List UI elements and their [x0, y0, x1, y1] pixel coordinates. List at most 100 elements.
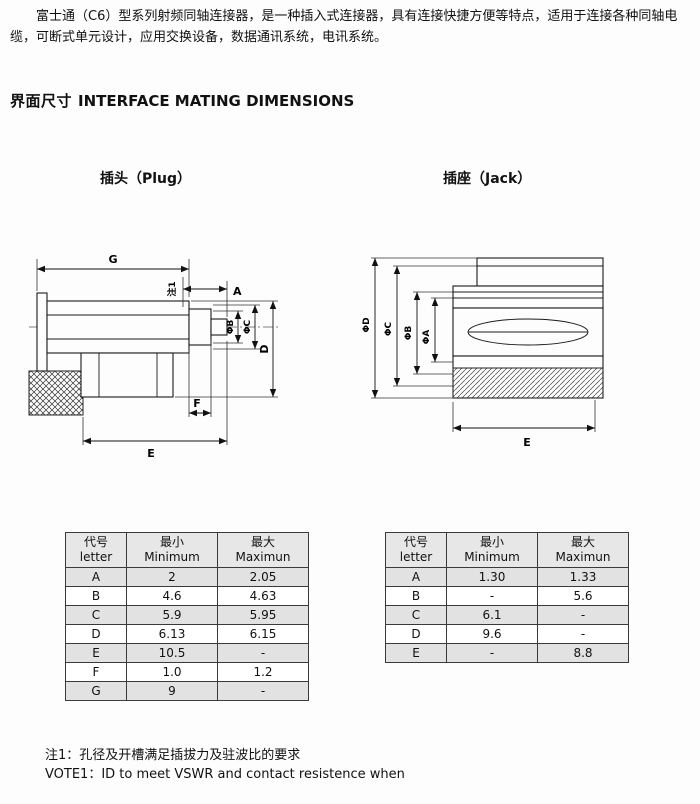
header-min-en: Minimum [464, 550, 520, 564]
table-row: D 6.13 6.15 [65, 624, 309, 644]
plug-dim-G: G [36, 253, 190, 297]
footnote-cn: 注1：孔径及开槽满足插拔力及驻波比的要求 [45, 748, 301, 763]
cell-min: 4.6 [126, 586, 218, 606]
jack-dim-d-label: ΦD [362, 317, 372, 332]
plug-dim-g-label: G [108, 253, 117, 266]
jack-dim-e-label: E [523, 436, 531, 449]
cell-letter: D [65, 624, 127, 644]
jack-knurl-section [452, 367, 604, 399]
cell-max: - [217, 643, 309, 663]
cell-letter: B [65, 586, 127, 606]
plug-clamp-hatch [28, 370, 84, 416]
jack-col-letter: 代号 letter [385, 532, 447, 568]
plug-dim-D: D [175, 300, 278, 398]
jack-dim-a-label: ΦA [422, 330, 432, 345]
footnote-en: VOTE1：ID to meet VSWR and contact resist… [45, 767, 405, 782]
plug-dim-d-label: D [258, 344, 271, 353]
header-max-en: Maximun [235, 550, 291, 564]
plug-col-max: 最大 Maximun [217, 532, 309, 568]
cell-min: 6.1 [446, 605, 538, 625]
footnotes: 注1：孔径及开槽满足插拔力及驻波比的要求 VOTE1：ID to meet VS… [45, 746, 405, 784]
header-min-cn: 最小 [159, 535, 184, 549]
cell-max: 6.15 [217, 624, 309, 644]
section-heading-en: INTERFACE MATING DIMENSIONS [78, 92, 355, 110]
plug-body-outline [36, 292, 228, 398]
cell-letter: A [65, 567, 127, 587]
plug-col-min: 最小 Minimum [126, 532, 218, 568]
cell-letter: D [385, 624, 447, 644]
jack-col-max: 最大 Maximun [537, 532, 629, 568]
table-row: G 9 - [65, 681, 309, 701]
plug-dim-f-label: F [193, 397, 201, 410]
header-letter-en: letter [79, 550, 113, 564]
cell-min: 1.30 [446, 567, 538, 587]
header-max-cn: 最大 [570, 535, 595, 549]
table-row: B - 5.6 [385, 586, 629, 606]
cell-letter: B [385, 586, 447, 606]
plug-table-header-row: 代号 letter 最小 Minimum 最大 Maximun [65, 532, 309, 568]
table-row: A 1.30 1.33 [385, 567, 629, 587]
plug-dim-A: 注1 A [166, 277, 242, 317]
header-max-en: Maximun [555, 550, 611, 564]
cell-max: 5.6 [537, 586, 629, 606]
plug-dim-b-label: ΦB [226, 320, 236, 335]
plug-dim-B: ΦB [213, 310, 243, 344]
cell-min: 9.6 [446, 624, 538, 644]
cell-min: 6.13 [126, 624, 218, 644]
plug-col-letter: 代号 letter [65, 532, 127, 568]
jack-dim-E: E [452, 400, 596, 449]
header-letter-cn: 代号 [403, 535, 428, 549]
jack-diagram: ΦD ΦC ΦB ΦA E [362, 257, 604, 449]
intro-paragraph: 富士通（C6）型系列射频同轴连接器，是一种插入式连接器，具有连接快捷方便等特点，… [10, 9, 678, 45]
cell-letter: C [385, 605, 447, 625]
jack-dim-C: ΦC [384, 265, 477, 387]
jack-dim-c-label: ΦC [384, 321, 394, 336]
cell-min: 9 [126, 681, 218, 701]
jack-col-min: 最小 Minimum [446, 532, 538, 568]
cell-letter: E [385, 643, 447, 663]
cell-max: 5.95 [217, 605, 309, 625]
plug-label: 插头（Plug） [100, 171, 192, 187]
table-row: A 2 2.05 [65, 567, 309, 587]
header-min-en: Minimum [144, 550, 200, 564]
cell-max: 8.8 [537, 643, 629, 663]
cell-letter: E [65, 643, 127, 663]
plug-diagram: G 注1 A ΦB ΦC D [28, 253, 281, 460]
cell-max: - [537, 624, 629, 644]
cell-min: 10.5 [126, 643, 218, 663]
cell-min: - [446, 643, 538, 663]
plug-note1-label: 注1 [166, 281, 178, 296]
table-row: F 1.0 1.2 [65, 662, 309, 682]
section-heading-cn: 界面尺寸 [10, 92, 73, 110]
cell-max: 2.05 [217, 567, 309, 587]
table-row: C 6.1 - [385, 605, 629, 625]
jack-dim-D: ΦD [362, 257, 477, 399]
cell-min: 2 [126, 567, 218, 587]
plug-dim-F: F [188, 339, 212, 417]
plug-dim-C: ΦC [213, 304, 260, 350]
jack-body-outline [452, 257, 604, 399]
section-heading: 界面尺寸 INTERFACE MATING DIMENSIONS [10, 90, 354, 111]
jack-dim-A: ΦA [422, 297, 453, 363]
jack-table-header-row: 代号 letter 最小 Minimum 最大 Maximun [385, 532, 629, 568]
cell-min: - [446, 586, 538, 606]
plug-dim-a-label: A [233, 285, 242, 298]
header-letter-en: letter [399, 550, 433, 564]
cell-letter: F [65, 662, 127, 682]
header-letter-cn: 代号 [83, 535, 108, 549]
table-row: D 9.6 - [385, 624, 629, 644]
cell-max: 1.33 [537, 567, 629, 587]
jack-label: 插座（Jack） [443, 171, 532, 187]
jack-dimensions-table: 代号 letter 最小 Minimum 最大 Maximun A 1.30 1… [385, 532, 629, 663]
cell-letter: A [385, 567, 447, 587]
table-row: C 5.9 5.95 [65, 605, 309, 625]
cell-max: - [537, 605, 629, 625]
cell-min: 5.9 [126, 605, 218, 625]
table-row: B 4.6 4.63 [65, 586, 309, 606]
cell-max: 1.2 [217, 662, 309, 682]
table-row: E 10.5 - [65, 643, 309, 663]
table-row: E - 8.8 [385, 643, 629, 663]
cell-max: 4.63 [217, 586, 309, 606]
header-max-cn: 最大 [250, 535, 275, 549]
